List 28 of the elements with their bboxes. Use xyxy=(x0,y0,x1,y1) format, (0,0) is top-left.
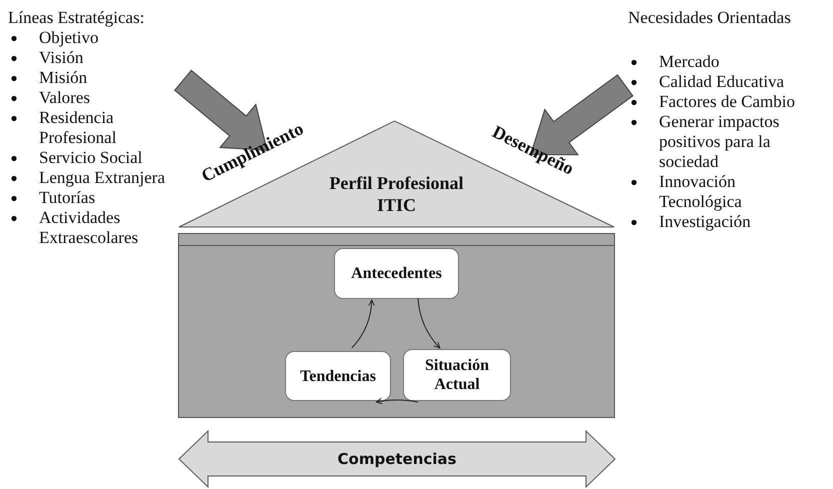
process-box: Tendencias xyxy=(285,351,391,401)
band-label: Competencias xyxy=(336,449,458,469)
bullet-item: Factores de Cambio xyxy=(659,92,796,112)
process-box: Antecedentes xyxy=(334,248,459,299)
bullet-item: Actividades Extraescolares xyxy=(39,208,140,248)
block-arrow xyxy=(174,70,268,151)
bullet-item: Tutorías xyxy=(39,188,96,208)
process-box: Situación Actual xyxy=(403,349,511,401)
bullet-item: Objetivo xyxy=(39,28,100,48)
bullet-item: Innovación Tecnológica xyxy=(659,172,743,212)
list-heading: Líneas Estratégicas: xyxy=(8,8,144,28)
bullet-item: Investigación xyxy=(659,212,752,232)
bullet-item: Calidad Educativa xyxy=(659,72,786,92)
block-arrow xyxy=(530,74,634,156)
bullet-item: Lengua Extranjera xyxy=(39,168,166,188)
bullet-item: Servicio Social xyxy=(39,148,144,168)
cycle-arrow xyxy=(351,300,375,348)
list-heading: Necesidades Orientadas xyxy=(628,8,791,28)
cycle-arrow xyxy=(418,298,440,348)
bullet-item: Mercado xyxy=(659,52,720,72)
cycle-arrow xyxy=(376,398,419,404)
bullet-item: Valores xyxy=(39,88,91,108)
roof-title: Perfil Profesional ITIC xyxy=(328,172,465,216)
bullet-item: Misión xyxy=(39,68,88,88)
bullet-item: Residencia Profesional xyxy=(39,108,118,148)
bullet-item: Visión xyxy=(39,48,84,68)
bullet-item: Generar impactos positivos para la sociedad xyxy=(659,112,780,172)
building-body xyxy=(178,233,615,418)
